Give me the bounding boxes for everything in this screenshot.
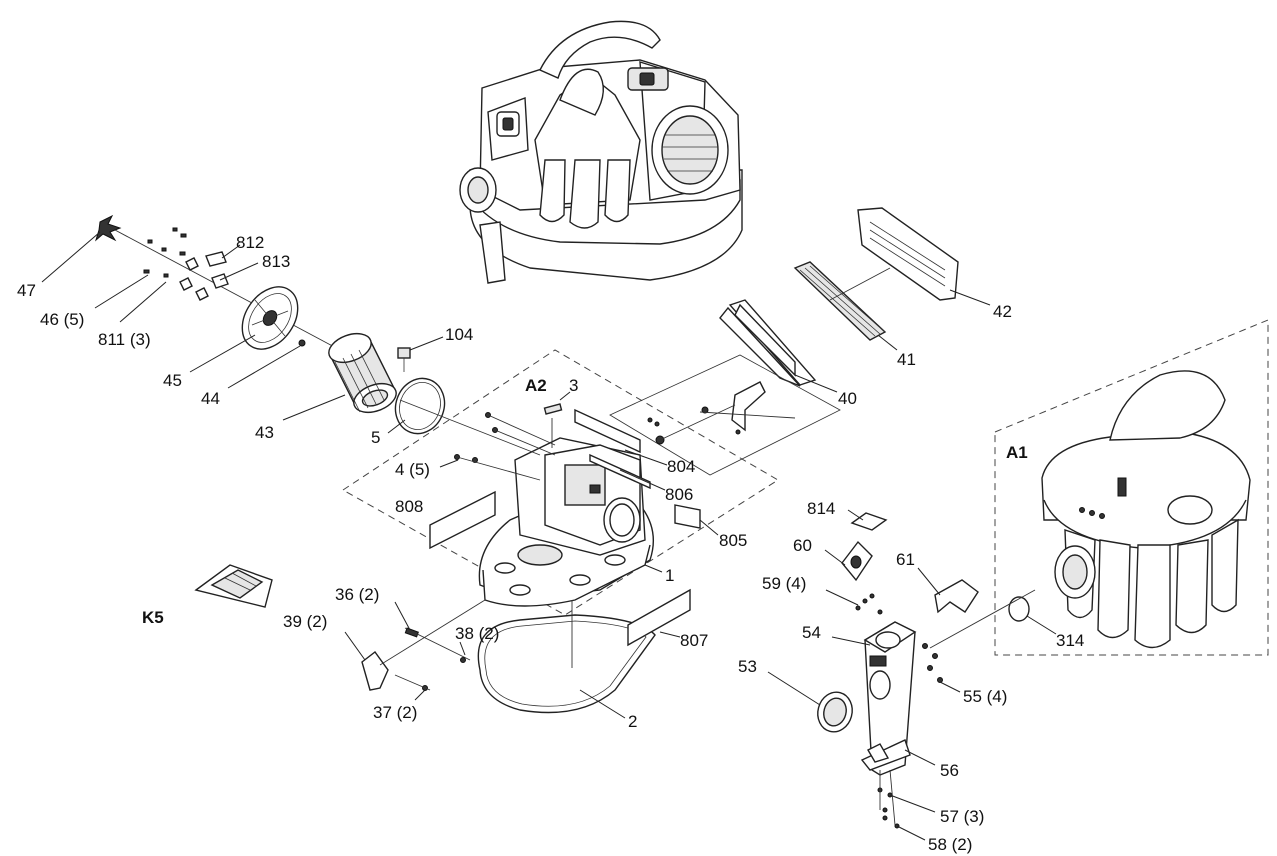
callout-4: 4 (5): [395, 460, 430, 479]
base-housing-1: [478, 437, 654, 607]
callout-43: 43: [255, 423, 274, 442]
callout-3: 3: [569, 376, 578, 395]
outlet-handle-54-56: [860, 621, 917, 776]
screws-57-58: [877, 769, 900, 829]
group-a2-label: A2: [525, 376, 547, 395]
filter-cover-42: [857, 207, 959, 301]
callout-60: 60: [793, 536, 812, 555]
callout-804: 804: [667, 457, 695, 476]
gasket-314: [1008, 596, 1030, 622]
callout-53: 53: [738, 657, 757, 676]
callout-labels: 47 46 (5) 811 (3) 812 813 45 44 43 104 5…: [17, 233, 1012, 854]
callout-807: 807: [680, 631, 708, 650]
callout-45: 45: [163, 371, 182, 390]
switch-60: [841, 540, 873, 582]
label-814: [850, 512, 888, 531]
callout-58: 58 (2): [928, 835, 972, 854]
callout-314: 314: [1056, 631, 1084, 650]
callout-814: 814: [807, 499, 835, 518]
switch-104: [397, 347, 411, 359]
knob-47: [95, 214, 122, 242]
callout-806: 806: [665, 485, 693, 504]
cartridge-filter-43: [328, 332, 397, 414]
cover-61: [934, 579, 979, 614]
label-805: [674, 504, 701, 529]
callout-808: 808: [395, 497, 423, 516]
gasket-2: [477, 614, 656, 714]
gasket-5: [394, 377, 446, 435]
callout-56: 56: [940, 761, 959, 780]
label-806: [589, 453, 651, 490]
group-a1-label: A1: [1006, 443, 1028, 462]
callout-47: 47: [17, 281, 36, 300]
callout-36: 36 (2): [335, 585, 379, 604]
assembled-vacuum-unit: [459, 20, 743, 284]
clips-811: [179, 257, 209, 301]
callout-46: 46 (5): [40, 310, 84, 329]
screws-59: [855, 593, 883, 615]
callout-805: 805: [719, 531, 747, 550]
callout-54: 54: [802, 623, 821, 642]
callout-39: 39 (2): [283, 612, 327, 631]
cyclone-assembly-a1: [1041, 370, 1251, 649]
part-3: [543, 403, 563, 415]
callout-1: 1: [665, 566, 674, 585]
group-a2: A2: [342, 349, 779, 616]
k5-filter-insert: [194, 564, 273, 608]
label-807: [627, 588, 691, 647]
callout-104: 104: [445, 325, 473, 344]
label-804: [574, 408, 641, 454]
callout-61: 61: [896, 550, 915, 569]
filter-frame-40: [719, 299, 817, 387]
callout-5: 5: [371, 428, 380, 447]
callout-813: 813: [262, 252, 290, 271]
group-k5-label: K5: [142, 608, 164, 627]
callout-42: 42: [993, 302, 1012, 321]
screws-46: [143, 227, 187, 278]
label-808: [429, 490, 496, 550]
screws-55: [922, 643, 943, 683]
callout-55: 55 (4): [963, 687, 1007, 706]
hose-cuff-53: [817, 691, 853, 733]
callout-59: 59 (4): [762, 574, 806, 593]
clip-813: [211, 273, 229, 289]
callout-2: 2: [628, 712, 637, 731]
callout-811: 811 (3): [98, 330, 151, 349]
washer-44: [298, 339, 306, 347]
callout-38: 38 (2): [455, 624, 499, 643]
bracket-assembly: [647, 381, 796, 445]
callout-40: 40: [838, 389, 857, 408]
callout-37: 37 (2): [373, 703, 417, 722]
screw-38: [460, 657, 466, 663]
filter-lid-45: [241, 286, 299, 350]
callout-44: 44: [201, 389, 220, 408]
callout-812: 812: [236, 233, 264, 252]
group-a1: A1 314: [929, 319, 1269, 656]
callout-41: 41: [897, 350, 916, 369]
callout-57: 57 (3): [940, 807, 984, 826]
filter-41: [793, 261, 887, 341]
clip-812: [205, 251, 227, 267]
latch-39: [361, 599, 486, 691]
leader-lines: [41, 231, 991, 841]
screws-4: [454, 412, 556, 481]
